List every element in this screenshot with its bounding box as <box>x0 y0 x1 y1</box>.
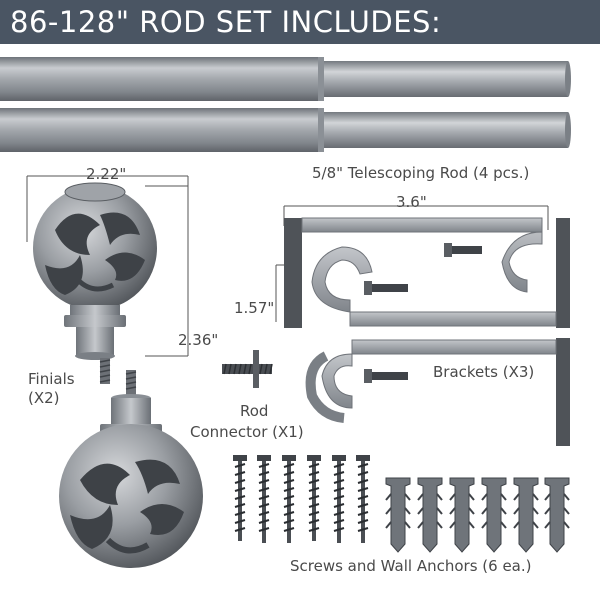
wall-anchors <box>385 477 570 553</box>
finial-bottom <box>59 370 203 568</box>
bracket-height-label: 1.57" <box>234 299 275 317</box>
rod-connector <box>222 350 273 388</box>
telescoping-rod-2 <box>0 108 571 152</box>
finial-height-label: 2.36" <box>178 331 219 349</box>
finials-label-line1: Finials <box>28 370 75 388</box>
bracket-1 <box>284 217 543 328</box>
bracket-width-label: 3.6" <box>396 193 427 211</box>
header-title: 86-128" ROD SET INCLUDES: <box>10 5 442 39</box>
connector-label-line1: Rod <box>240 402 269 420</box>
finial-top <box>33 182 157 384</box>
bracket-2 <box>311 218 570 328</box>
connector-label-line2: Connector (X1) <box>190 423 304 441</box>
hardware-label: Screws and Wall Anchors (6 ea.) <box>290 557 532 575</box>
finial-width-label: 2.22" <box>86 165 127 183</box>
brackets-label: Brackets (X3) <box>433 363 535 381</box>
telescoping-rod-1 <box>0 57 571 101</box>
finials-label-line2: (X2) <box>28 389 60 407</box>
rods-label: 5/8" Telescoping Rod (4 pcs.) <box>312 164 530 182</box>
screws <box>233 455 370 543</box>
bracket-3 <box>305 338 570 446</box>
header-banner: 86-128" ROD SET INCLUDES: <box>0 0 600 44</box>
finial-dimension-lines <box>26 175 189 357</box>
